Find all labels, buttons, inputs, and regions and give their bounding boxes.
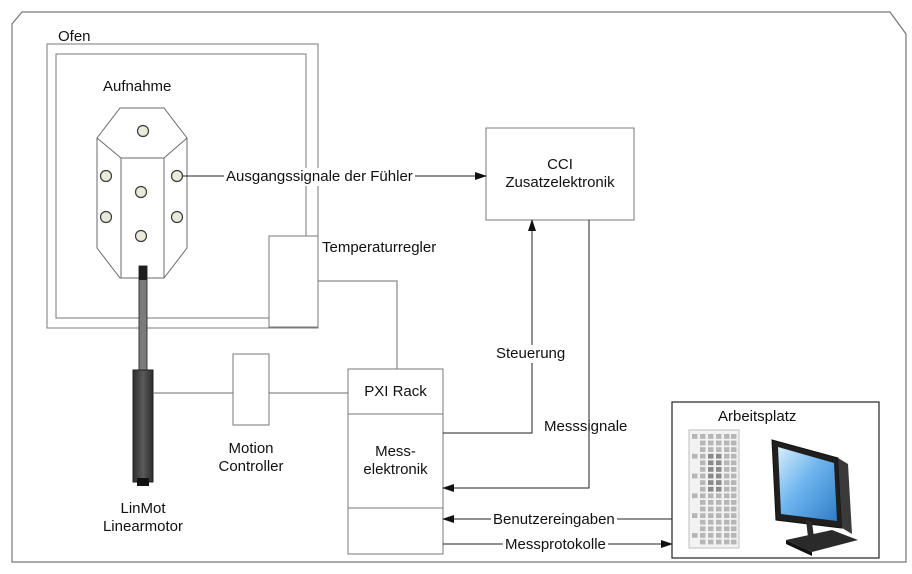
cci-box	[485, 127, 635, 221]
ofen-label: Ofen	[58, 28, 91, 45]
temperaturregler-link	[318, 280, 398, 369]
ofen-inner-box	[55, 53, 307, 319]
sensor-icon	[99, 169, 113, 183]
pxi-rack-box	[347, 368, 444, 555]
sensor-group	[99, 124, 184, 243]
keyboard-icon	[688, 429, 740, 549]
messsignale-label: Messsignale	[544, 418, 628, 435]
steuerung-label: Steuerung	[495, 345, 567, 363]
pxi-rack-label: PXI Rack	[364, 383, 427, 400]
sensor-icon	[134, 229, 148, 243]
motion-controller-box	[232, 353, 270, 426]
messsignale-arrow	[442, 220, 590, 492]
sensor-icon	[136, 124, 150, 138]
sensor-icon	[134, 185, 148, 199]
sensor-icon	[170, 169, 184, 183]
linear-motor-icon	[132, 265, 154, 486]
cci-label-line2: Zusatzelektronik	[505, 174, 615, 191]
sensor-icon	[170, 210, 184, 224]
linmot-line1: LinMot	[120, 500, 166, 517]
steuerung-arrow	[443, 219, 536, 434]
motion-controller-label: Motion Controller	[205, 440, 297, 476]
cci-label: CCI Zusatzelektronik	[486, 156, 634, 192]
outer-frame	[11, 11, 907, 563]
aufnahme-label: Aufnahme	[103, 78, 172, 95]
arbeitsplatz-label: Arbeitsplatz	[718, 408, 797, 425]
messelektronik-label: Mess- elektronik	[348, 443, 443, 479]
computer-monitor-icon	[771, 439, 858, 556]
ausgangssignale-label: Ausgangssignale der Fühler	[224, 168, 415, 186]
messelektronik-line1: Mess-	[375, 443, 416, 460]
temperaturregler-box	[268, 235, 319, 328]
linmot-line2: Linearmotor	[102, 518, 184, 535]
ofen-outer-box	[46, 43, 319, 329]
motion-controller-line1: Motion	[228, 440, 274, 457]
linmot-label: LinMot Linearmotor	[88, 500, 198, 536]
benutzereingaben-label: Benutzereingaben	[491, 511, 617, 529]
motion-controller-line2: Controller	[218, 458, 284, 475]
sensor-icon	[99, 210, 113, 224]
messelektronik-line2: elektronik	[363, 461, 428, 478]
temperaturregler-label: Temperaturregler	[322, 239, 437, 256]
cci-label-line1: CCI	[547, 156, 573, 173]
messprotokolle-label: Messprotokolle	[503, 536, 608, 554]
